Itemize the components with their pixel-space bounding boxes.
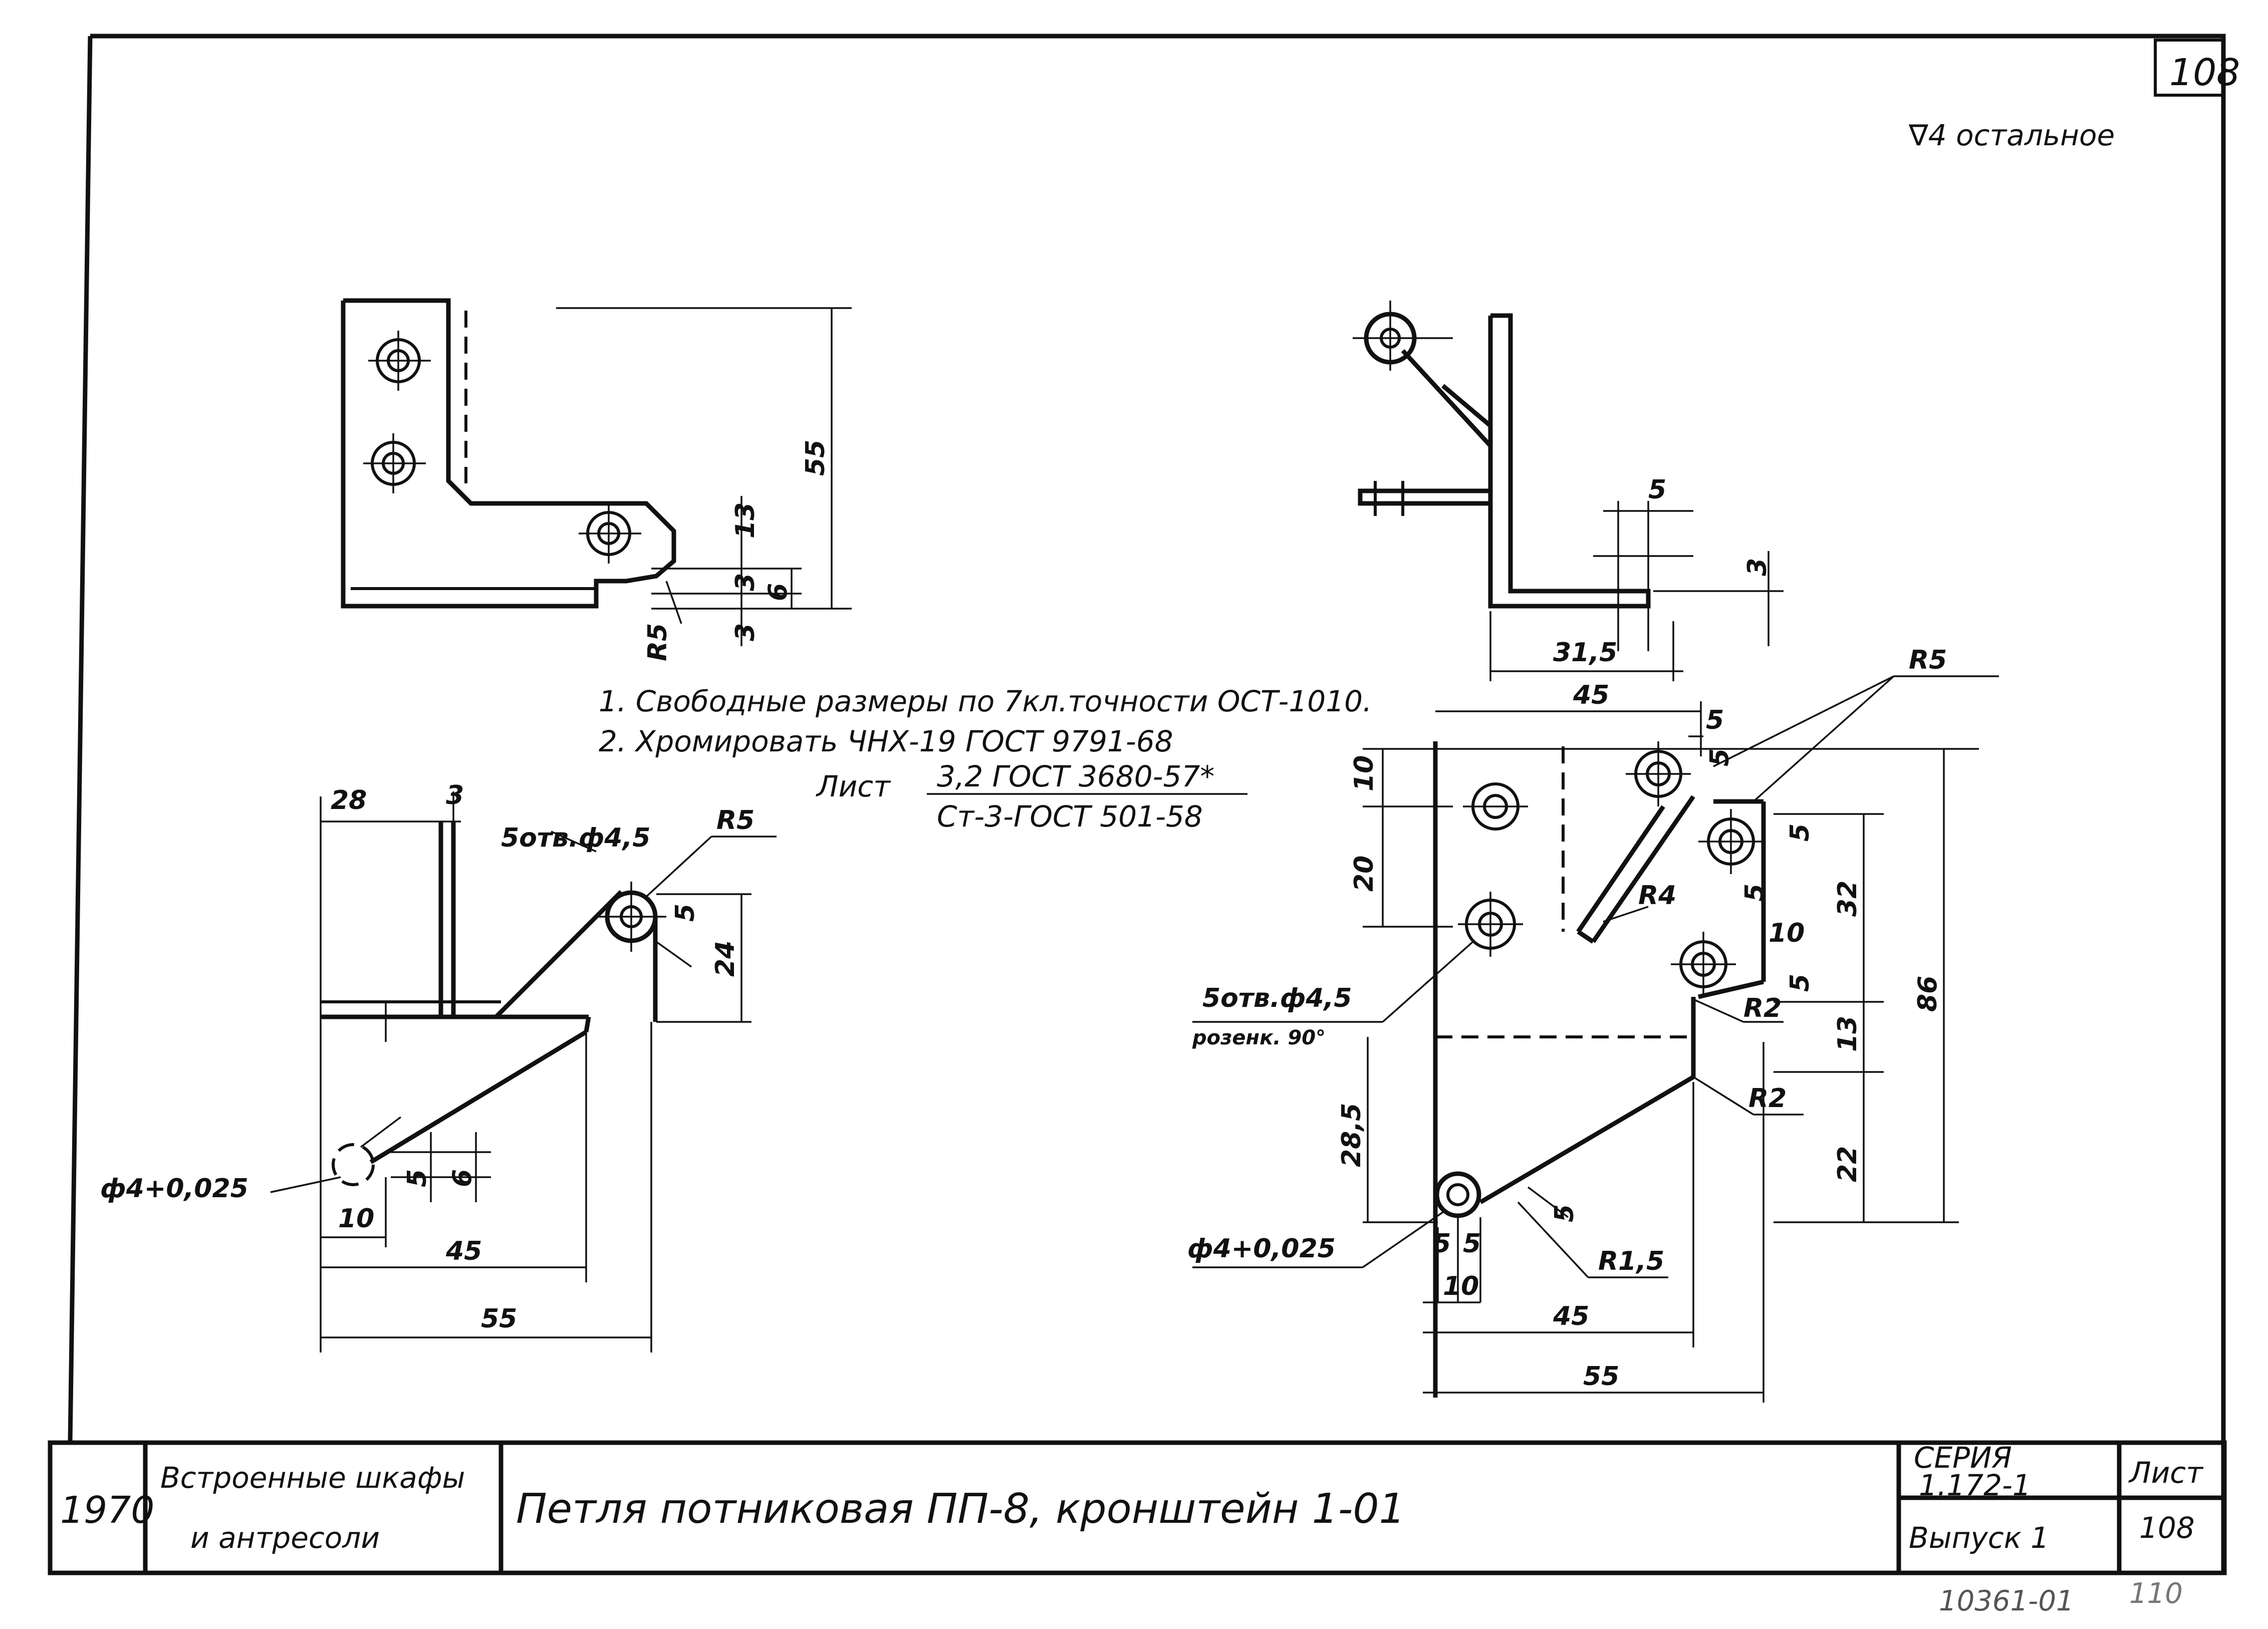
dim-5-br-a: 5 <box>1706 705 1724 735</box>
dim-22-br: 22 <box>1833 1146 1863 1182</box>
view-bottom-right <box>1192 675 1999 1403</box>
dim-45-br-top: 45 <box>1573 680 1609 710</box>
dim-6-top: 6 <box>763 583 793 601</box>
dim-5-bl-a: 5 <box>670 904 700 922</box>
title-group-line-1: Встроенные шкафы <box>160 1461 465 1495</box>
note-line-1: 1. Свободные размеры по 7кл.точности ОСТ… <box>599 684 1372 718</box>
view-top-left <box>341 298 852 646</box>
dim-5-br-d: 5 <box>1740 884 1770 902</box>
dim-20-br: 20 <box>1349 856 1379 892</box>
dim-5-br-c: 5 <box>1785 824 1815 842</box>
dim-holes-br: 5отв.ф4,5 <box>1202 983 1352 1013</box>
dim-45-bl: 45 <box>445 1236 482 1266</box>
dim-6-bl: 6 <box>447 1169 477 1187</box>
dim-r5-top: R5 <box>643 623 673 661</box>
title-issue: Выпуск 1 <box>1909 1521 2049 1555</box>
dim-r2-br-a: R2 <box>1743 993 1782 1023</box>
dim-5-br-b: 5 <box>1705 748 1735 766</box>
title-sheet-number: 108 <box>2139 1511 2195 1545</box>
title-year: 1970 <box>60 1489 154 1532</box>
dim-10-br-mid: 10 <box>1769 918 1805 948</box>
dim-10-br-bottom: 10 <box>1443 1271 1479 1301</box>
title-group-line-2: и антресоли <box>190 1521 380 1555</box>
dim-5-br-f: 5 <box>1550 1204 1580 1222</box>
view-top-right <box>1353 301 1784 681</box>
hole-3 <box>579 503 641 564</box>
title-series-line-2: 1.172-1 <box>1919 1468 2031 1502</box>
dim-55-top: 55 <box>801 440 831 476</box>
dim-countersink-br: розенк. 90° <box>1192 1026 1326 1049</box>
dim-3-top-b: 3 <box>730 623 761 641</box>
dim-5-profile: 5 <box>1648 475 1666 505</box>
dim-3-top-a: 3 <box>730 573 761 591</box>
dim-86-br: 86 <box>1913 976 1943 1012</box>
dim-28: 28 <box>331 785 367 816</box>
dim-10-br-left: 10 <box>1349 755 1379 791</box>
dim-55-bl: 55 <box>481 1304 517 1334</box>
hole-br-2 <box>1626 741 1691 806</box>
dim-5-br-h: 5 <box>1463 1229 1481 1259</box>
corner-sheet-number: 108 <box>2169 51 2240 94</box>
view-bottom-left <box>270 791 777 1352</box>
dim-28-5-br: 28,5 <box>1337 1103 1367 1167</box>
roughness-note: ∇4 остальное <box>1908 118 2115 152</box>
dim-phi4-br: ф4+0,025 <box>1187 1234 1336 1264</box>
dim-13-br: 13 <box>1833 1016 1863 1052</box>
dim-24: 24 <box>710 941 740 977</box>
title-series-line-1: СЕРИЯ <box>1914 1441 2012 1475</box>
hole-1 <box>368 331 431 391</box>
material-bottom: Ст-3-ГОСТ 501-58 <box>937 799 1203 834</box>
dim-r2-br-b: R2 <box>1748 1083 1787 1114</box>
dim-holes-bl: 5отв.ф4,5 <box>501 823 650 853</box>
dim-5-bl-b: 5 <box>402 1169 432 1187</box>
note-line-2: 2. Хромировать ЧНХ-19 ГОСТ 9791-68 <box>599 724 1173 758</box>
dim-phi4-bl: ф4+0,025 <box>100 1174 248 1204</box>
material-label: Лист <box>816 769 891 803</box>
extra-number: 110 <box>2129 1577 2183 1610</box>
title-block <box>48 1440 2227 1575</box>
title-sheet-label: Лист <box>2128 1456 2204 1490</box>
dim-31-5-profile: 31,5 <box>1553 638 1617 668</box>
dim-45-br-bottom: 45 <box>1553 1301 1589 1331</box>
dim-55-br-bottom: 55 <box>1583 1362 1619 1392</box>
dim-3-profile: 3 <box>1742 558 1773 576</box>
dim-r1-5-br: R1,5 <box>1598 1246 1664 1276</box>
dim-13-top: 13 <box>730 502 761 538</box>
hole-br-3 <box>1458 892 1523 957</box>
hole-2 <box>363 433 426 493</box>
material-top: 3,2 ГОСТ 3680-57* <box>937 759 1214 793</box>
inventory-number: 10361-01 <box>1939 1585 2074 1617</box>
dim-r5-bl: R5 <box>716 805 754 836</box>
dim-5-br-g: 5 <box>1433 1229 1451 1259</box>
hole-br-1 <box>1463 782 1528 831</box>
hole-br-5 <box>1671 932 1736 997</box>
hole-br-4 <box>1698 809 1763 874</box>
drawing-title: Петля потниковая ПП-8, кронштейн 1-01 <box>516 1485 1405 1533</box>
dim-r4-br: R4 <box>1638 881 1676 911</box>
dim-r5-br: R5 <box>1909 645 1947 675</box>
dim-5-br-e: 5 <box>1785 974 1815 992</box>
dim-32-br: 32 <box>1833 881 1863 917</box>
dim-3-bl: 3 <box>446 780 464 810</box>
dim-10-bl: 10 <box>338 1204 374 1234</box>
